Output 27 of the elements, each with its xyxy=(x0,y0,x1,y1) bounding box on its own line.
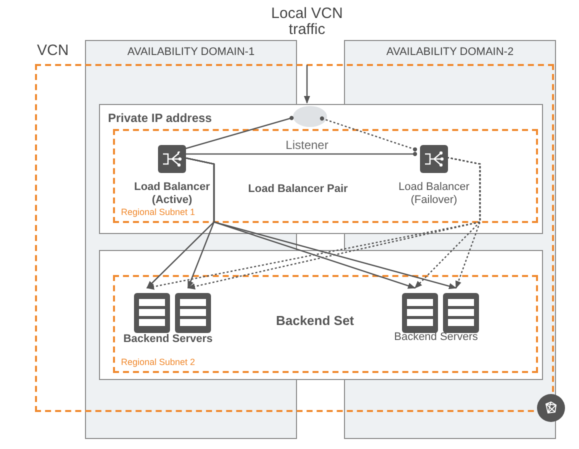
node-caption: Load Balancer (Active) xyxy=(133,181,211,207)
panel-title: Private IP address xyxy=(108,110,212,127)
subnet-boundary xyxy=(113,275,538,373)
server-icon xyxy=(443,293,479,333)
server-icon xyxy=(134,293,170,333)
node-caption: Load Balancer (Failover) xyxy=(398,181,470,207)
connector-line xyxy=(304,65,310,104)
gateway-circle xyxy=(537,394,565,422)
connector-line xyxy=(178,152,418,156)
connector-line xyxy=(320,116,418,152)
listener-label: Listener xyxy=(284,137,330,154)
column-title: AVAILABILITY DOMAIN-1 xyxy=(126,45,256,60)
subnet-label: Regional Subnet 2 xyxy=(121,356,196,369)
group-label: Backend Servers xyxy=(393,330,479,345)
connector-line xyxy=(178,116,294,152)
column-title: AVAILABILITY DOMAIN-2 xyxy=(385,45,515,60)
server-icon xyxy=(402,293,438,333)
network-panel xyxy=(99,104,543,234)
server-icon xyxy=(175,293,211,333)
group-label: Backend Servers xyxy=(122,332,214,347)
set-title: Backend Set xyxy=(274,312,356,330)
listener-ellipse xyxy=(293,106,327,127)
edge-label: Load Balancer Pair xyxy=(248,183,348,192)
subnet-label: Regional Subnet 1 xyxy=(121,206,196,219)
region-title: VCN xyxy=(37,41,69,61)
traffic-label: Local VCN traffic xyxy=(270,6,344,38)
network-panel xyxy=(99,250,543,380)
